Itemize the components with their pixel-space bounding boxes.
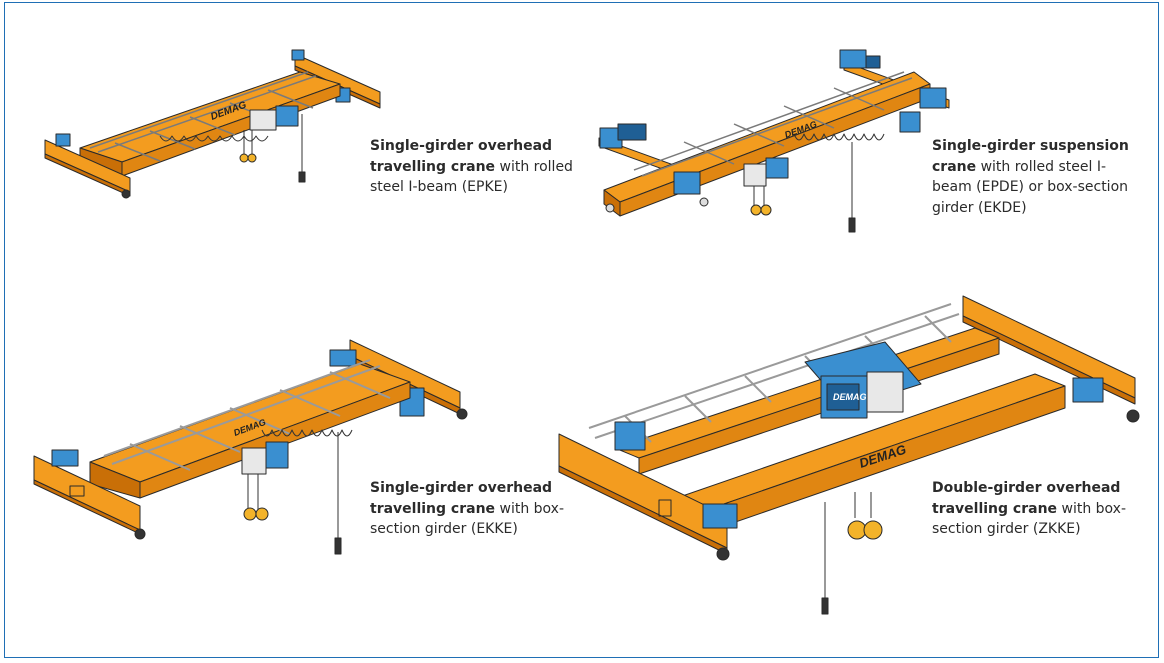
single-girder-overhead-crane-box-section-icon: DEMAG bbox=[33, 339, 468, 555]
crane-caption-epde-ekde: Single-girder suspension crane with roll… bbox=[932, 136, 1142, 218]
caption-detail: with box-section girder (EKKE) bbox=[370, 500, 565, 538]
single-girder-suspension-crane-icon: DEMAG bbox=[598, 49, 950, 233]
caption-title: Single-girder overhead travelling crane bbox=[370, 480, 553, 517]
crane-caption-epke: Single-girder overhead travelling crane … bbox=[370, 136, 580, 198]
crane-caption-ekke: Single-girder overhead travelling crane … bbox=[370, 478, 580, 540]
double-girder-overhead-crane-icon: DEMAG DEMAG bbox=[558, 295, 1140, 615]
caption-title: Single-girder overhead travelling crane bbox=[370, 138, 553, 175]
caption-detail: with rolled steel I-beam (EPKE) bbox=[370, 158, 573, 196]
caption-detail: with rolled steel I-beam (EPDE) or box-s… bbox=[932, 158, 1129, 216]
caption-title: Single-girder suspension crane bbox=[932, 138, 1129, 175]
crane-caption-zkke: Double-girder overhead travelling crane … bbox=[932, 478, 1142, 540]
caption-title: Double-girder overhead travelling crane bbox=[932, 480, 1121, 517]
svg-text:DEMAG: DEMAG bbox=[833, 392, 867, 402]
caption-detail: with box-section girder (ZKKE) bbox=[932, 500, 1127, 538]
single-girder-overhead-crane-rolled-beam-icon: DEMAG bbox=[44, 49, 381, 199]
